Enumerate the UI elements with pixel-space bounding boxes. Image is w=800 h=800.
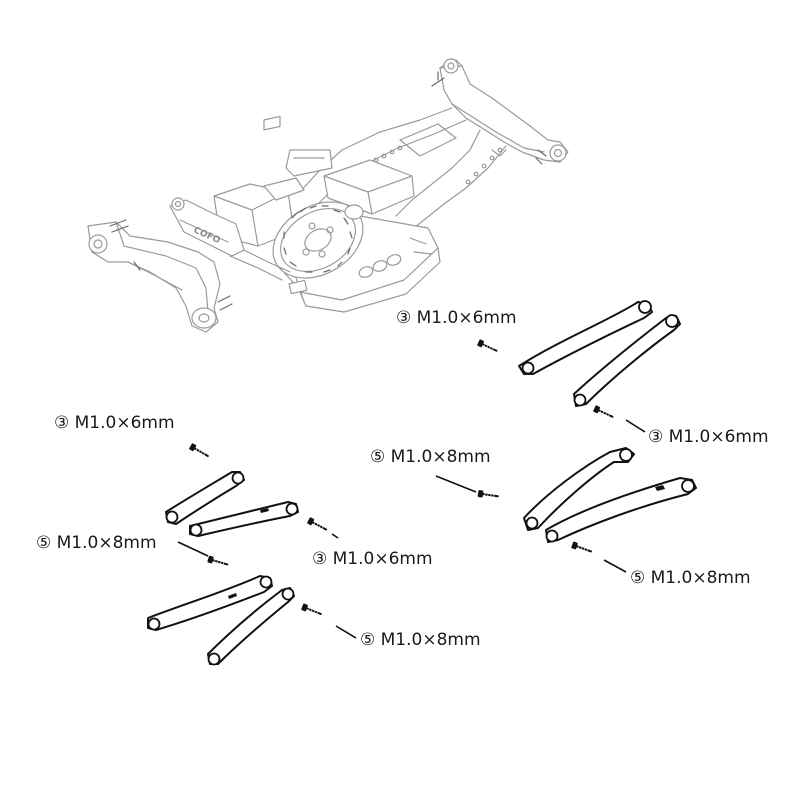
leader-line xyxy=(335,625,357,639)
screw-m1x6-c xyxy=(187,441,211,461)
callout-screw-m1x8-lower: ⑤ M1.0×8mm xyxy=(360,630,481,650)
screw-m1x8-d xyxy=(299,602,324,619)
lower-link-2[interactable] xyxy=(207,587,295,666)
chassis-illustration: COFO xyxy=(87,58,569,333)
screw-m1x8-b xyxy=(570,540,594,556)
right-middle-link-group xyxy=(435,447,697,573)
callout-screw-m1x8-left: ⑤ M1.0×8mm xyxy=(36,533,157,553)
callout-screw-m1x6-upper: ③ M1.0×6mm xyxy=(396,308,517,328)
callout-labels: ③ M1.0×6mm ③ M1.0×6mm ⑤ M1.0×8mm ③ M1.0×… xyxy=(36,308,769,650)
leader-line xyxy=(435,475,477,493)
middle-link-1[interactable] xyxy=(523,447,635,531)
callout-screw-m1x6-right: ③ M1.0×6mm xyxy=(648,427,769,447)
callout-screw-m1x8-right: ⑤ M1.0×8mm xyxy=(630,568,751,588)
screw-m1x8-a xyxy=(476,488,500,501)
leader-line xyxy=(625,419,646,433)
leader-line xyxy=(603,559,627,573)
callout-screw-m1x6-center: ③ M1.0×6mm xyxy=(312,549,433,569)
screw-m1x6-d xyxy=(305,516,329,534)
upper-link-1[interactable] xyxy=(518,300,653,375)
lower-left-link-group xyxy=(147,541,357,666)
leader-line xyxy=(331,533,339,539)
left-middle-link-group xyxy=(165,441,339,539)
callout-screw-m1x6-left: ③ M1.0×6mm xyxy=(54,413,175,433)
left-link-1[interactable] xyxy=(165,471,245,525)
screw-m1x6-b xyxy=(591,404,615,421)
middle-link-2[interactable] xyxy=(545,477,697,543)
upper-right-link-group xyxy=(475,300,681,433)
callout-screw-m1x8-middle: ⑤ M1.0×8mm xyxy=(370,447,491,467)
upper-link-2[interactable] xyxy=(573,314,681,407)
left-link-2[interactable] xyxy=(189,501,299,537)
screw-m1x6-a xyxy=(475,338,499,355)
leader-line xyxy=(177,541,209,557)
lower-link-1[interactable] xyxy=(147,575,273,631)
screw-m1x8-c xyxy=(206,554,230,569)
